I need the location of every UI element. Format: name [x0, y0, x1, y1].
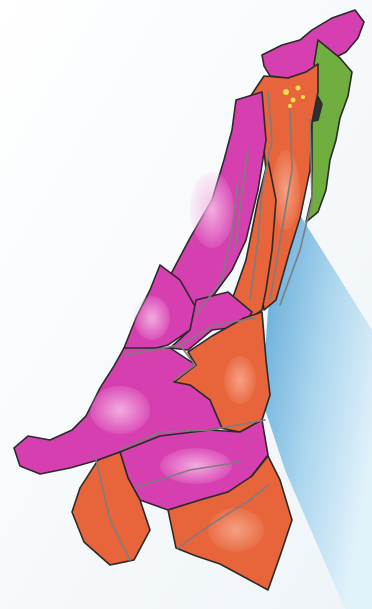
border-line — [134, 461, 241, 489]
urban-dot — [301, 95, 305, 99]
border-line — [124, 317, 256, 356]
border-line — [279, 119, 313, 306]
region-highlight — [224, 356, 256, 404]
border-line — [174, 344, 196, 381]
border-line — [119, 419, 266, 451]
region-highlight — [208, 508, 264, 552]
region-south-west-lower — [71, 451, 151, 566]
urban-dot — [288, 104, 292, 108]
region-mid-central — [169, 291, 253, 351]
region-highlight — [190, 172, 234, 248]
border-line — [177, 484, 269, 549]
urban-dot — [283, 89, 289, 95]
region-highlight — [160, 448, 232, 484]
border-line — [94, 454, 131, 561]
urban-dot — [295, 85, 301, 91]
border-line — [234, 147, 249, 251]
border-line — [249, 91, 273, 301]
region-upper-central — [231, 159, 277, 319]
map-shadow-wedge — [262, 215, 372, 609]
map-regions — [13, 9, 365, 591]
region-highlight — [90, 386, 150, 434]
urban-markers — [283, 85, 305, 108]
urban-dot — [290, 97, 296, 103]
border-line — [195, 179, 239, 316]
region-highlight — [272, 150, 300, 230]
map-internal-borders — [94, 91, 313, 561]
border-line — [269, 109, 293, 301]
region-highlight — [134, 296, 170, 340]
